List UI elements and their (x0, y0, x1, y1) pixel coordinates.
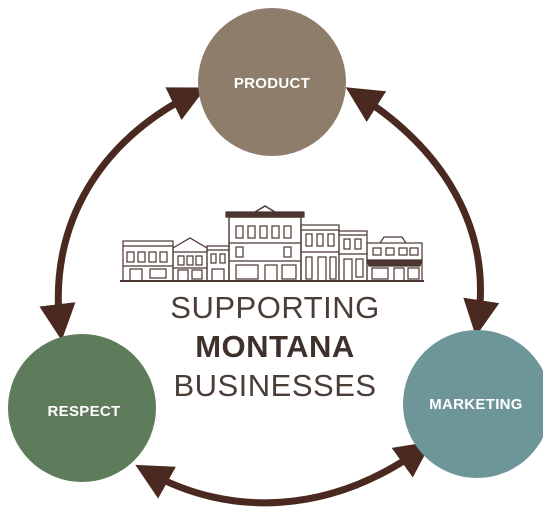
node-respect-circle (8, 334, 156, 482)
arrow-product-respect (39, 87, 207, 341)
node-product-circle (198, 8, 346, 156)
node-marketing-circle (403, 330, 543, 478)
building-5 (300, 224, 340, 282)
cycle-arrows (39, 87, 500, 507)
building-7 (366, 236, 423, 282)
node-product: PRODUCT (198, 8, 346, 156)
node-product-label: PRODUCT (234, 75, 310, 92)
building-2 (172, 237, 208, 282)
node-marketing-label: MARKETING (429, 396, 523, 413)
building-6 (338, 230, 368, 282)
storefront-illustration (120, 205, 424, 282)
building-4 (225, 205, 305, 282)
node-respect: RESPECT (8, 334, 156, 482)
center-line-businesses: BUSINESSES (173, 368, 376, 403)
node-respect-label: RESPECT (48, 403, 121, 420)
center-line-montana: MONTANA (195, 329, 355, 364)
building-1 (122, 240, 174, 282)
arrow-respect-marketing (135, 441, 432, 507)
arrow-product-marketing (345, 87, 500, 337)
node-marketing: MARKETING (403, 330, 543, 478)
building-3 (206, 245, 230, 282)
center-text: SUPPORTING MONTANA BUSINESSES (170, 290, 379, 403)
center-line-supporting: SUPPORTING (170, 290, 379, 325)
